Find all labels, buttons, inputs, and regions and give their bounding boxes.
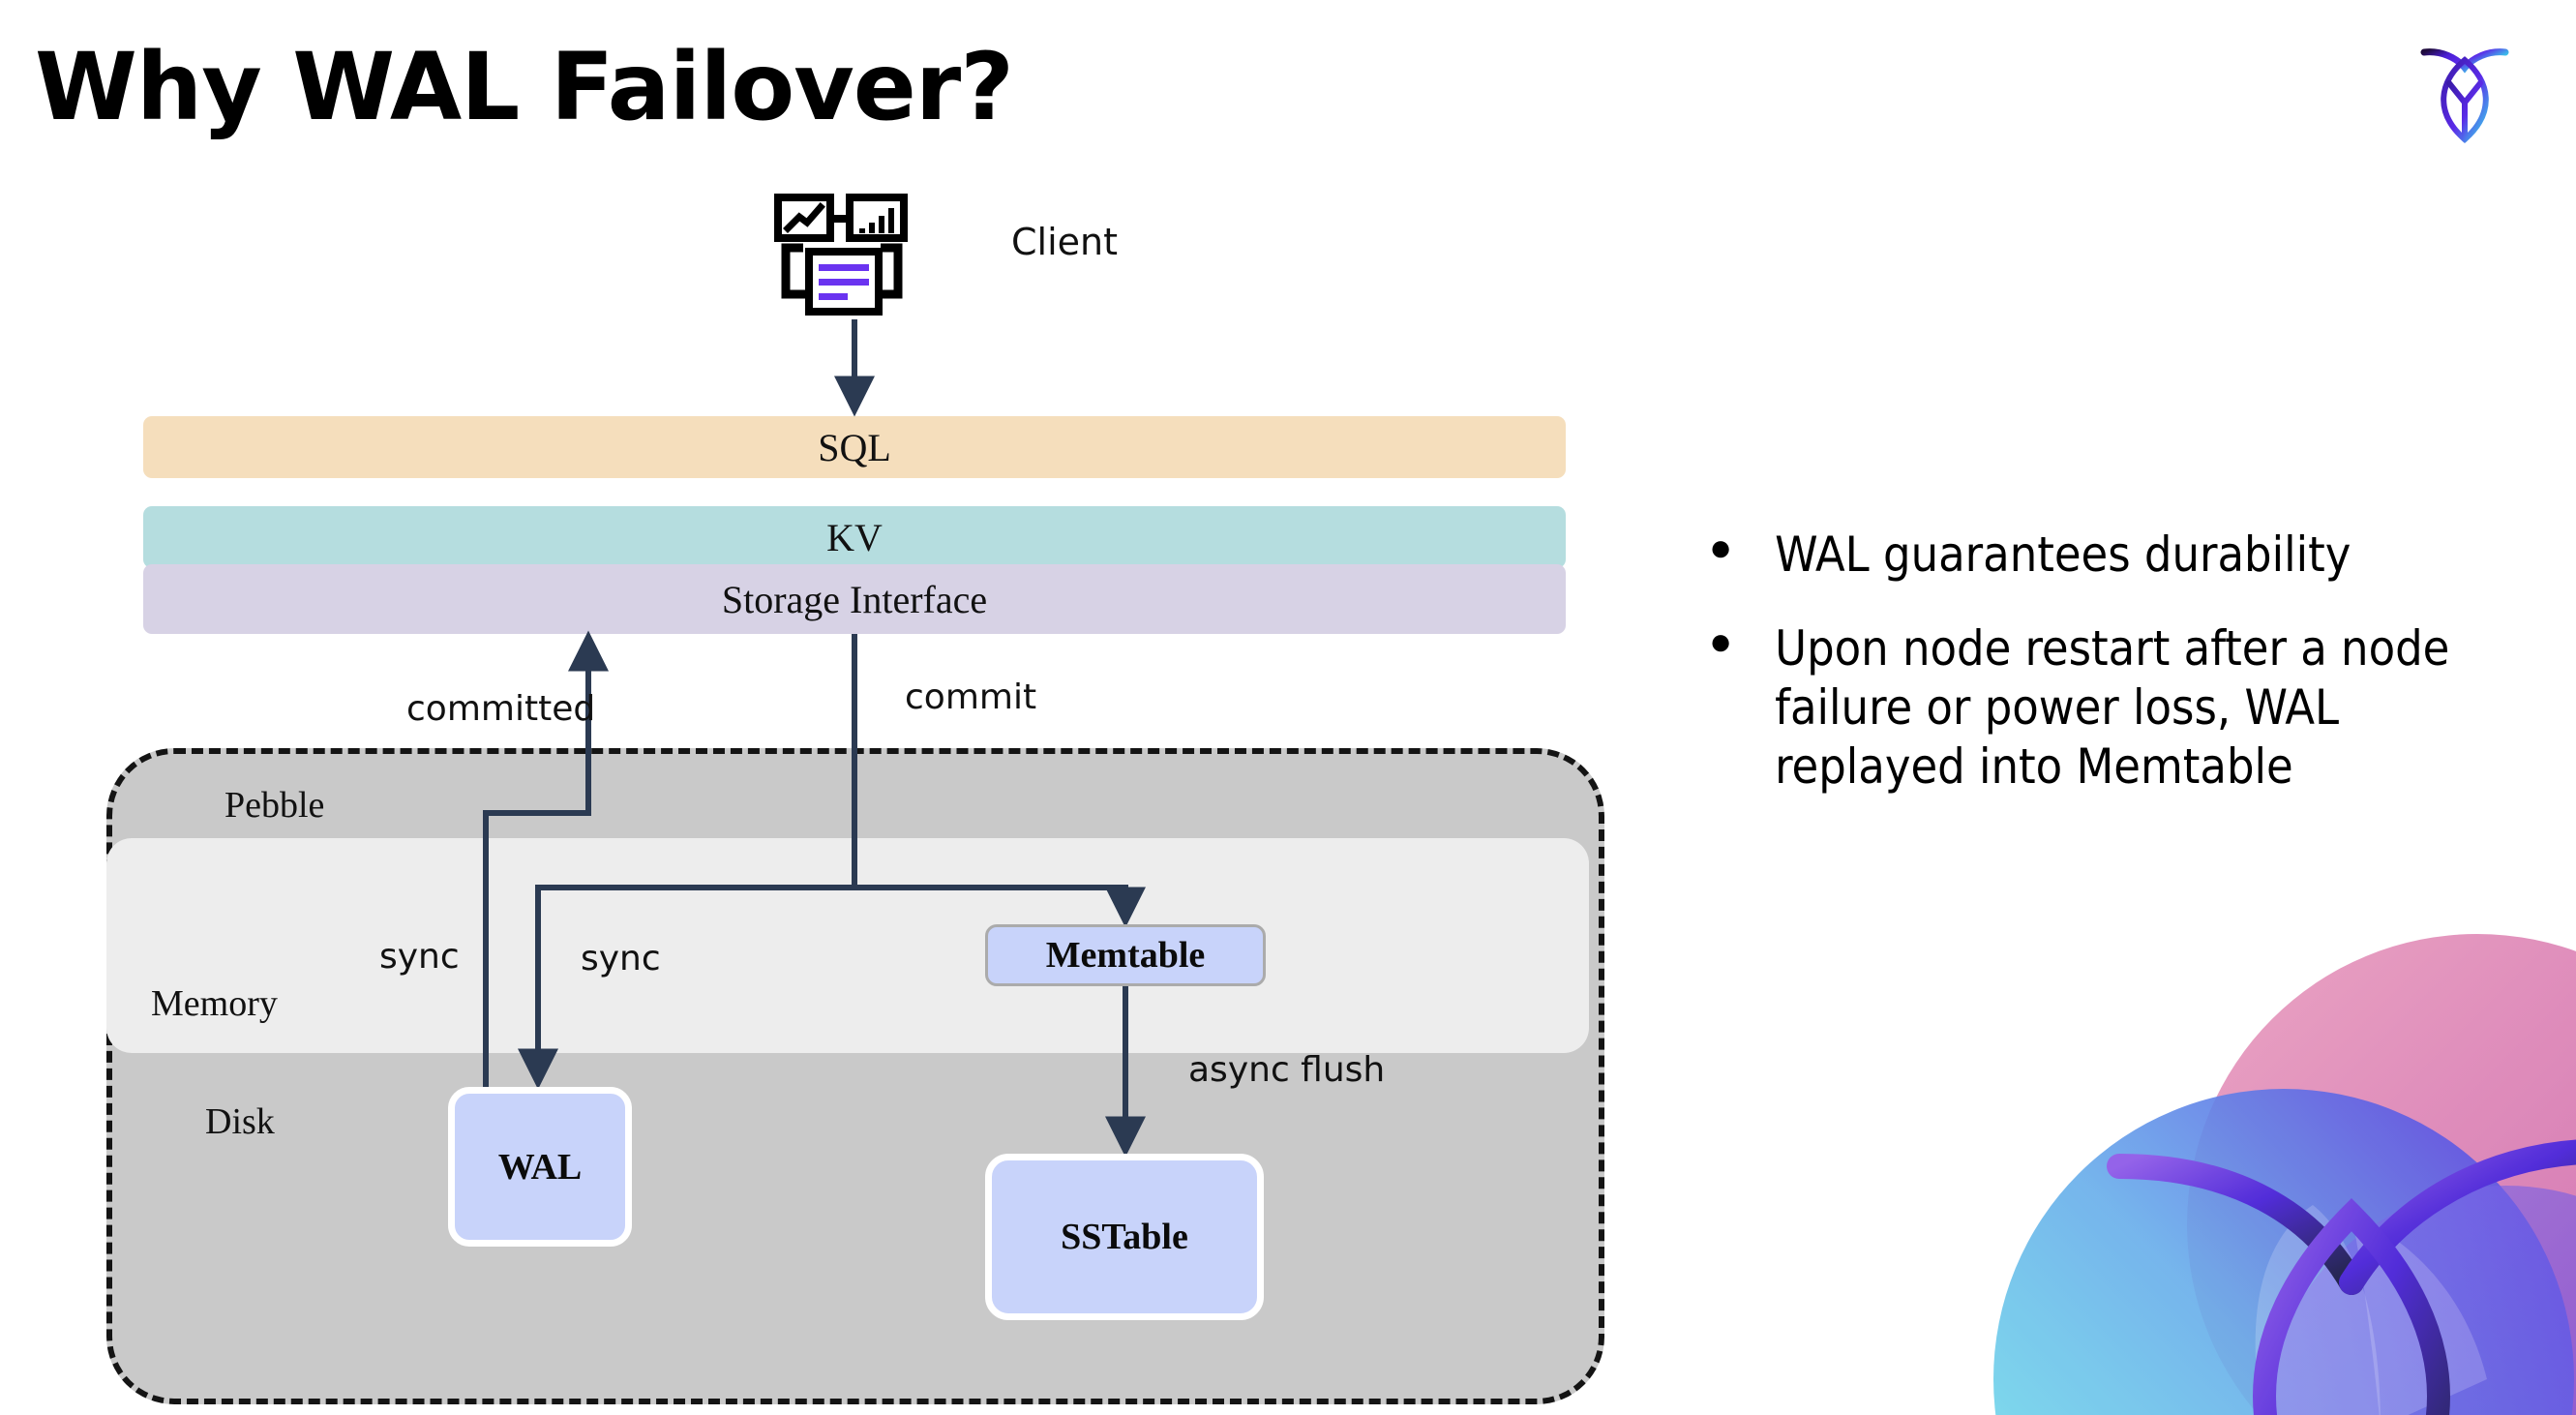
- node-sstable: SSTable: [985, 1154, 1264, 1320]
- bullet-text: Upon node restart after a node failure o…: [1775, 620, 2450, 795]
- layer-bar-kv-label: KV: [826, 515, 883, 559]
- disk-zone-label: Disk: [205, 1101, 275, 1142]
- list-item: ● WAL guarantees durability: [1709, 526, 2522, 585]
- memory-zone-label: Memory: [151, 983, 278, 1024]
- node-wal: WAL: [448, 1087, 632, 1247]
- edge-label-committed: committed: [406, 689, 596, 729]
- pebble-label: Pebble: [225, 785, 325, 826]
- bullet-marker-icon: ●: [1709, 620, 1733, 663]
- layer-bar-sql-label: SQL: [818, 425, 891, 469]
- client-dashboard-icon: [774, 194, 929, 319]
- page-title: Why WAL Failover?: [35, 33, 1014, 141]
- node-memtable-label: Memtable: [1045, 935, 1206, 976]
- layer-bar-kv: KV: [143, 506, 1566, 568]
- node-memtable: Memtable: [985, 924, 1266, 986]
- bullet-list: ● WAL guarantees durability ● Upon node …: [1709, 526, 2522, 831]
- node-wal-label: WAL: [497, 1146, 583, 1188]
- node-sstable-label: SSTable: [1061, 1217, 1188, 1257]
- edge-label-sync-2: sync: [581, 939, 661, 978]
- edge-label-sync-1: sync: [379, 937, 460, 977]
- memory-zone: [106, 838, 1589, 1053]
- bullet-text: WAL guarantees durability: [1775, 527, 2351, 583]
- edge-label-commit: commit: [905, 677, 1037, 717]
- bullet-marker-icon: ●: [1709, 527, 1733, 569]
- layer-bar-sql: SQL: [143, 416, 1566, 478]
- cockroachdb-logo: [2407, 31, 2523, 157]
- client-label: Client: [1011, 221, 1119, 263]
- layer-bar-storage-interface-label: Storage Interface: [721, 577, 988, 621]
- list-item: ● Upon node restart after a node failure…: [1709, 619, 2522, 797]
- layer-bar-storage-interface: Storage Interface: [143, 564, 1566, 634]
- decorative-logo-artwork: [1964, 924, 2576, 1415]
- edge-label-async-flush: async flush: [1188, 1050, 1386, 1090]
